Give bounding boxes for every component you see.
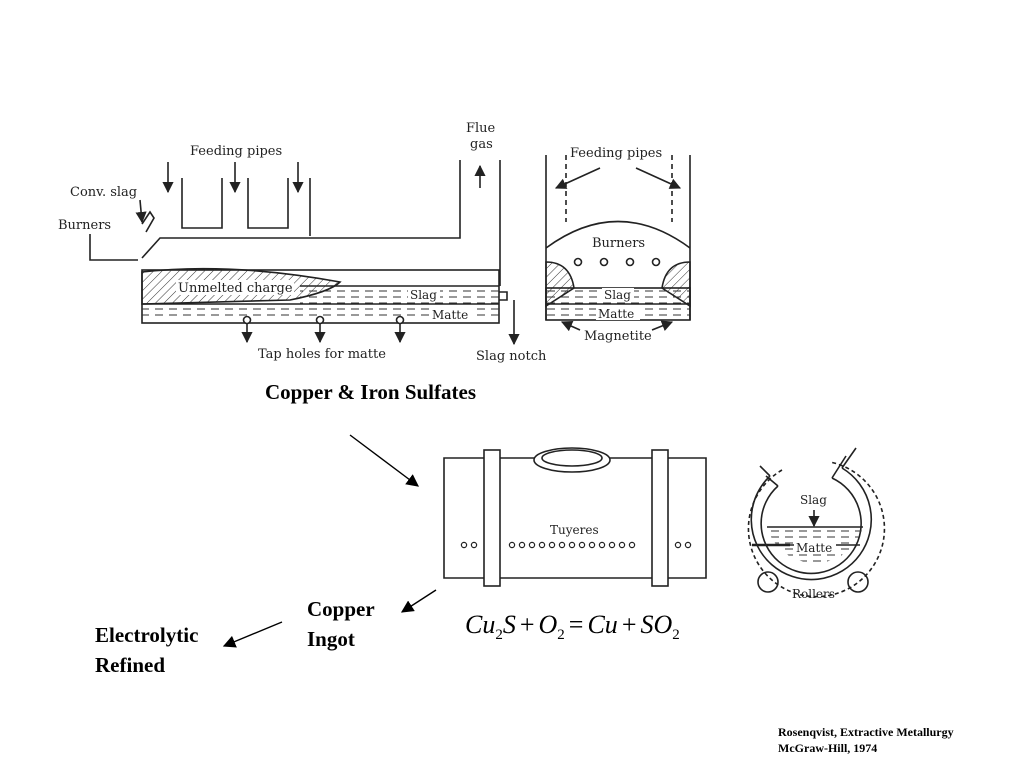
- eq-equals: =: [568, 610, 584, 639]
- converter-drawing: [443, 447, 707, 587]
- reverberatory-furnace-drawing: [89, 160, 520, 346]
- cs-matte-label: Matte: [598, 307, 634, 321]
- converter-body: [443, 457, 707, 579]
- eq-sub-3: 2: [672, 627, 680, 644]
- slag-layer: [300, 286, 499, 304]
- citation-line1: Rosenqvist, Extractive Metallurgy: [778, 725, 954, 739]
- caption-ingot-line2: Ingot: [307, 627, 355, 651]
- flow-arrows: [222, 434, 437, 648]
- feeding-pipe-1: [181, 178, 223, 229]
- converter-mouth-inner: [541, 449, 603, 467]
- converter-lining: [760, 477, 862, 575]
- roller-right: [847, 571, 869, 593]
- arrow-to-converter: [349, 434, 420, 487]
- caption-electrolytic-refined: Electrolytic Refined: [95, 620, 198, 680]
- converter-mouth-section: [759, 447, 857, 487]
- eq-plus-2: +: [621, 610, 637, 639]
- arrow-to-refined: [222, 621, 283, 648]
- conv-slag-inlet: [141, 210, 155, 233]
- reaction-equation: Cu2S+O2=Cu+SO2: [465, 610, 680, 644]
- caption-copper-ingot: Copper Ingot: [307, 594, 375, 654]
- rf-unmelted-charge-label: Unmelted charge: [178, 281, 293, 296]
- caption-copper-iron-sulfates: Copper & Iron Sulfates: [265, 380, 476, 404]
- feeding-pipe-2: [247, 178, 289, 229]
- tuyeres-label: Tuyeres: [550, 523, 599, 537]
- converter-shell: [750, 467, 873, 581]
- outer-ring: [747, 461, 886, 598]
- reverberatory-furnace-labels: Feeding pipes Conv. slag Burners Flue ga…: [58, 121, 547, 364]
- rf-conv-slag-label: Conv. slag: [70, 185, 137, 200]
- tap-hole-2: [315, 315, 325, 325]
- roller-left: [757, 571, 779, 593]
- burner-line: [89, 234, 138, 261]
- caption-ingot-line1: Copper: [307, 597, 375, 621]
- slag-notch: [499, 291, 508, 301]
- rf-slag-label: Slag: [410, 288, 437, 302]
- rf-matte-label-bg: [430, 308, 472, 321]
- tap-hole-3: [395, 315, 405, 325]
- burner-port-4: [651, 257, 661, 267]
- rf-flue-label: Flue: [466, 121, 496, 136]
- eq-plus-1: +: [519, 610, 535, 639]
- tuyere-holes: [460, 541, 692, 549]
- citation-line2: McGraw-Hill, 1974: [778, 741, 878, 755]
- converter-cross-section-drawing: [747, 447, 886, 598]
- eq-sub-1: 2: [495, 627, 503, 644]
- rf-slag-notch-label: Slag notch: [476, 349, 547, 364]
- ccs-slag-label: Slag: [800, 493, 827, 507]
- arrow-to-ingot: [400, 589, 437, 613]
- rf-charge-label-bg: [176, 280, 294, 295]
- caption-refined-line2: Refined: [95, 653, 165, 677]
- cs-slag-label-bg: [602, 288, 634, 302]
- caption-refined-line1: Electrolytic: [95, 623, 199, 647]
- eq-s: S: [502, 610, 516, 639]
- ccs-rollers-label: Rollers: [792, 587, 835, 601]
- cs-magnetite-label: Magnetite: [584, 329, 652, 344]
- citation: Rosenqvist, Extractive Metallurgy McGraw…: [778, 724, 954, 756]
- burner-port-3: [625, 257, 635, 267]
- cs-feeding-pipes-label: Feeding pipes: [570, 146, 662, 161]
- eq-sub-2: 2: [557, 627, 565, 644]
- burner-port-1: [573, 257, 583, 267]
- converter-band-left: [483, 449, 501, 587]
- burner-port-2: [599, 257, 609, 267]
- matte-layer: [142, 305, 499, 320]
- converter-cross-section-labels: Slag Matte Rollers: [792, 493, 836, 601]
- rf-burners-label: Burners: [58, 218, 111, 233]
- rf-feeding-pipes-label: Feeding pipes: [190, 144, 282, 159]
- rf-tap-holes-label: Tap holes for matte: [258, 347, 386, 362]
- cross-section-roof: [545, 220, 691, 249]
- furnace-roof: [141, 160, 461, 259]
- eq-cu-2: Cu: [587, 610, 618, 639]
- furnace-cross-section-labels: Feeding pipes Burners Slag Matte Magneti…: [570, 146, 662, 344]
- ccs-matte-label: Matte: [796, 541, 832, 555]
- eq-cu: Cu: [465, 610, 496, 639]
- converter-band-right: [651, 449, 669, 587]
- cs-matte-label-bg: [596, 306, 640, 320]
- rf-slag-label-bg: [408, 288, 440, 302]
- eq-so: SO: [640, 610, 673, 639]
- rf-gas-label: gas: [470, 137, 493, 152]
- cs-slag-label: Slag: [604, 288, 631, 302]
- converter-mouth: [533, 447, 611, 473]
- ccs-matte-label-bg: [794, 540, 836, 554]
- tap-hole-1: [242, 315, 252, 325]
- eq-o: O: [538, 610, 558, 639]
- cs-burners-label: Burners: [592, 236, 645, 251]
- rf-matte-label: Matte: [432, 308, 468, 322]
